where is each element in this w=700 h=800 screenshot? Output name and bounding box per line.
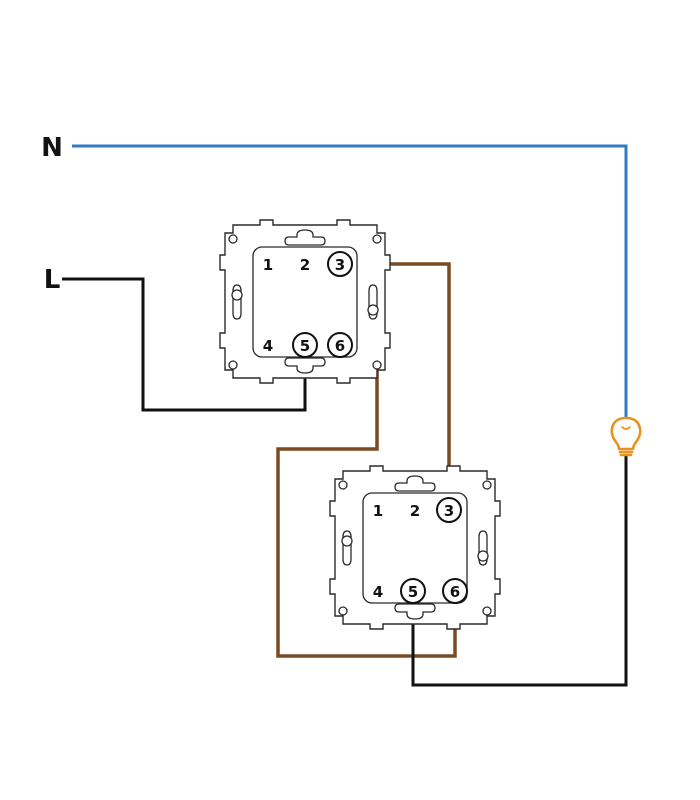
switch-2-terminal-2: 2 [410,502,420,520]
switch-2-terminal-4: 4 [373,583,383,601]
switch-2-terminal-6-screw [442,578,468,604]
switch-1-terminal-3: 3 [335,256,345,274]
live-wire [62,277,307,412]
switch-2-terminal-3: 3 [444,502,454,520]
switch-1-terminals: 1 2 3 4 5 6 [263,251,353,358]
switch-1-terminal-6-screw [327,332,353,358]
switch-1 [219,219,391,384]
switch-2-terminal-5: 5 [408,583,418,601]
switch-1-terminal-5-screw [292,332,318,358]
switch-1-terminal-5: 5 [300,337,310,355]
switch-2 [329,465,501,630]
lamp-return-wire [411,456,628,687]
switch-1-terminal-3-screw [327,251,353,277]
switch-2-terminal-1: 1 [373,502,383,520]
switch-2-terminal-5-screw [400,578,426,604]
light-bulb-icon [610,416,642,457]
switch-1-terminal-6: 6 [335,337,345,355]
switch-2-terminals: 1 2 3 4 5 6 [373,497,468,604]
switch-1-terminal-2: 2 [300,256,310,274]
neutral-wire [72,144,628,418]
neutral-label: N [41,133,63,163]
switch-2-terminal-6: 6 [450,583,460,601]
switch-1-terminal-1: 1 [263,256,273,274]
live-label: L [44,265,61,295]
switch-2-terminal-3-screw [436,497,462,523]
switch-1-terminal-4: 4 [263,337,273,355]
